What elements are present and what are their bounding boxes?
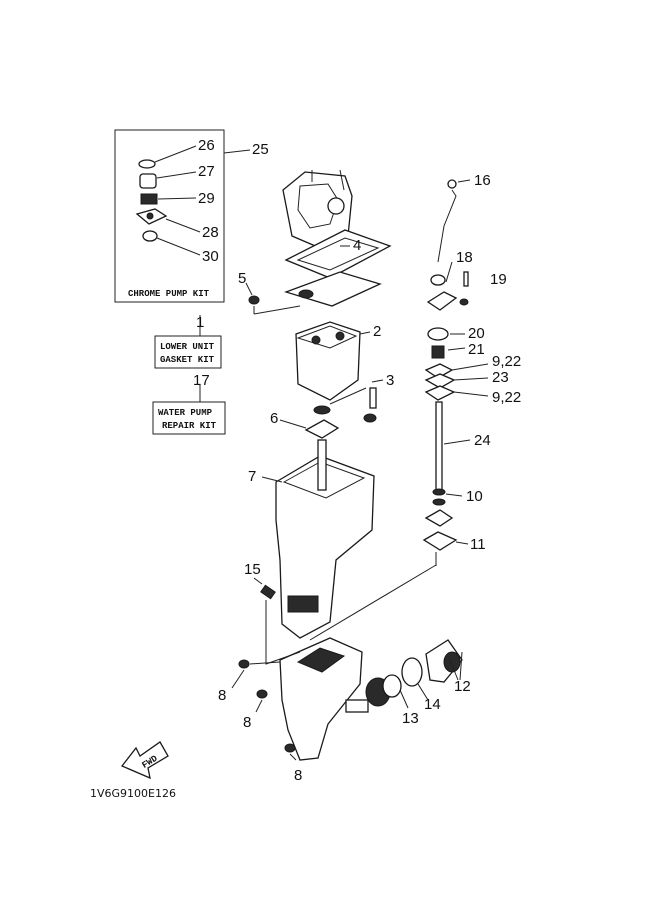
upper-casing [282,169,353,249]
callout-9-22-b: 9,22 [492,389,521,406]
callout-7: 7 [248,468,256,485]
part-5-nut [245,282,301,315]
part-20-seal [427,327,465,341]
diagram-code: 1V6G9100E126 [90,787,176,800]
callout-13: 13 [402,710,419,727]
part-7-lower-casing [261,439,375,639]
callout-25: 25 [252,141,269,158]
callout-11: 11 [470,536,486,553]
callout-28: 28 [202,224,219,241]
callout-8-a: 8 [218,687,226,704]
part-26-plate [138,145,197,169]
part-2-pump-housing [295,321,371,401]
callout-18: 18 [456,249,473,266]
callout-23: 23 [492,369,509,386]
callout-8-c: 8 [294,767,302,784]
part-9-22-23-plates [424,363,489,401]
callout-3: 3 [386,372,394,389]
chrome-pump-kit-box: CHROME PUMP KIT [114,129,251,303]
callout-30: 30 [202,248,219,265]
part-8-bolt-b [255,689,268,713]
water-pump-kit-line2: REPAIR KIT [162,421,217,431]
part-8-bolt-a [231,659,281,689]
part-13-bearing [365,674,409,709]
lower-gearcase [279,564,437,761]
part-8-bolt-c [284,743,297,761]
part-15-pin [253,577,301,665]
callout-27: 27 [198,163,215,180]
fwd-arrow-icon: FWD [120,741,169,780]
callout-2: 2 [373,323,381,340]
part-14-oring [401,657,429,701]
callout-16: 16 [474,172,491,189]
part-19-screw [459,271,469,306]
callout-1: 1 [196,314,204,331]
callout-6: 6 [270,410,278,427]
part-10-washers [432,488,463,506]
part-11-housing [422,509,469,566]
part-28-cartridge [135,208,201,233]
chrome-pump-kit-label: CHROME PUMP KIT [128,289,210,299]
part-4-gasket [284,229,392,279]
part-27-cup [139,171,197,189]
callout-20: 20 [468,325,485,342]
callout-21: 21 [468,341,485,358]
part-16-rod [437,179,471,263]
callout-4: 4 [353,237,361,254]
callout-26: 26 [198,137,215,154]
callout-29: 29 [198,190,215,207]
part-18-bracket [426,261,458,311]
part-6-plate [279,405,340,439]
part-21-impeller [431,345,466,359]
lower-unit-gasket-kit: LOWER UNIT GASKET KIT [154,315,222,369]
part-29-impeller [140,193,197,205]
callout-17: 17 [193,372,210,389]
water-pump-repair-kit: WATER PUMP REPAIR KIT [152,385,226,435]
part-12-housing [425,639,463,683]
part-30-washer [142,230,201,256]
callout-15: 15 [244,561,261,578]
callout-24: 24 [474,432,491,449]
callout-10: 10 [466,488,483,505]
callout-8-b: 8 [243,714,251,731]
callout-19: 19 [490,271,507,288]
water-pump-kit-line1: WATER PUMP [158,408,213,418]
gasket-kit-line1: LOWER UNIT [160,342,215,352]
callout-9-22-a: 9,22 [492,353,521,370]
callout-5: 5 [238,270,246,287]
callout-12: 12 [454,678,471,695]
gasket-kit-line2: GASKET KIT [160,355,215,365]
part-3-bolt [329,379,384,423]
callout-14: 14 [424,696,441,713]
part-24-driveshaft [435,401,471,493]
part-upper-plate [283,271,382,307]
